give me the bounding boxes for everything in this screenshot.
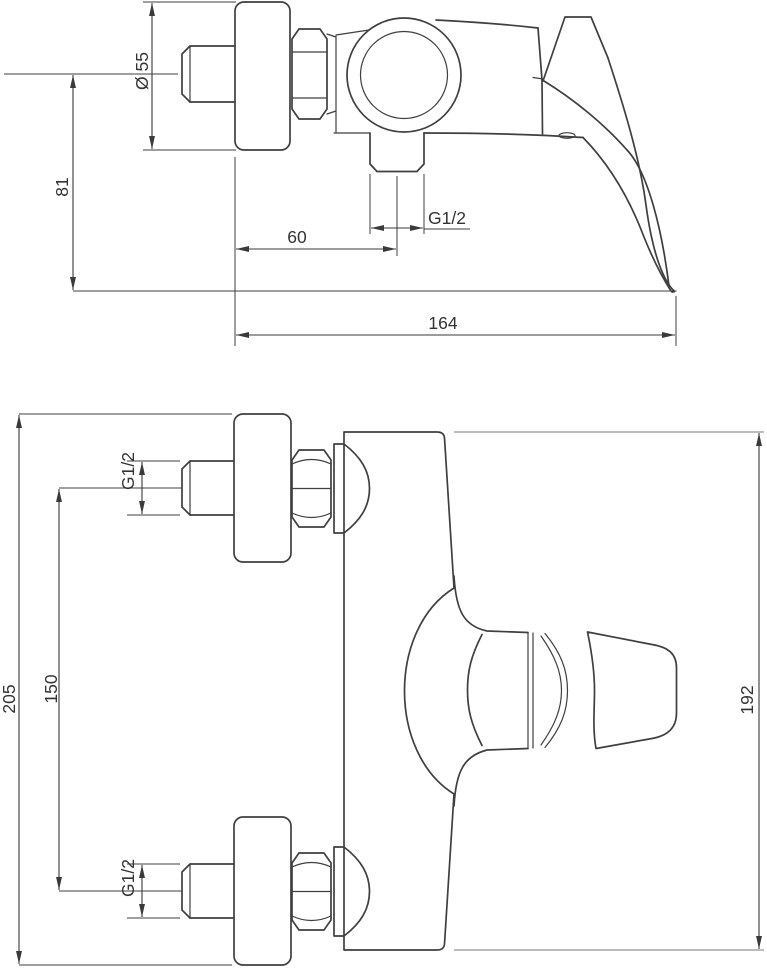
front-view: G1/2 150 205 192 G1/2	[0, 413, 764, 966]
dim-label-drop-height: 81	[52, 177, 72, 196]
dim-label-top-inlet-thread: G1/2	[118, 452, 138, 490]
handle-neck-arc-inner	[540, 635, 563, 746]
lever-lower-curve	[582, 136, 672, 292]
body-top-edge	[435, 19, 539, 29]
dim-label-outlet-offset: 60	[287, 227, 307, 247]
dim-label-inlet-spacing: 150	[41, 674, 61, 703]
top-hex-nut-chamfer	[291, 458, 332, 465]
body-bottom-edge	[423, 132, 584, 139]
dim-label-overall-span: 205	[0, 684, 19, 713]
shower-outlet	[369, 132, 425, 173]
body-shoulder-top	[453, 575, 529, 634]
bottom-escutcheon-plate	[233, 816, 292, 966]
lever-base-line	[532, 76, 544, 80]
handle-neck-arc	[544, 632, 569, 749]
valve-body-inner-circle	[359, 30, 449, 120]
body-bottom-edge-left	[333, 113, 371, 134]
bottom-connection-bell	[333, 846, 371, 937]
body-right-edge	[537, 27, 544, 135]
top-escutcheon-plate	[233, 413, 292, 563]
bottom-hex-nut-chamfer	[291, 861, 332, 868]
body-left-face	[326, 33, 337, 115]
body-shoulder-bottom	[453, 747, 529, 807]
escutcheon-plate	[234, 1, 291, 151]
side-view: Ø 55 81 60 G1/2 164	[4, 1, 677, 346]
top-hex-nut-chamfer	[291, 512, 332, 519]
handle-knob	[586, 631, 678, 750]
bottom-hex-nut	[291, 852, 332, 931]
lever-top	[542, 16, 609, 82]
top-connection-bell	[333, 443, 371, 534]
valve-body-circle	[346, 17, 462, 133]
hex-nut	[291, 28, 328, 120]
dim-label-overall-depth: 164	[428, 313, 457, 333]
handle-collar	[466, 633, 483, 747]
bottom-hex-nut-chamfer	[291, 915, 332, 922]
lever-joint-detail	[558, 132, 576, 139]
dim-label-body-height: 192	[737, 685, 757, 714]
wall-thread-nipple	[181, 45, 236, 103]
body-top-connector	[335, 29, 370, 36]
lever-inner-curve	[543, 80, 670, 287]
dim-label-escutcheon-diameter: Ø 55	[132, 52, 152, 90]
dim-label-bottom-inlet-thread: G1/2	[118, 859, 138, 897]
top-hex-nut	[291, 449, 332, 528]
mixer-body-outline	[343, 431, 455, 951]
dim-label-outlet-thread: G1/2	[428, 208, 466, 228]
